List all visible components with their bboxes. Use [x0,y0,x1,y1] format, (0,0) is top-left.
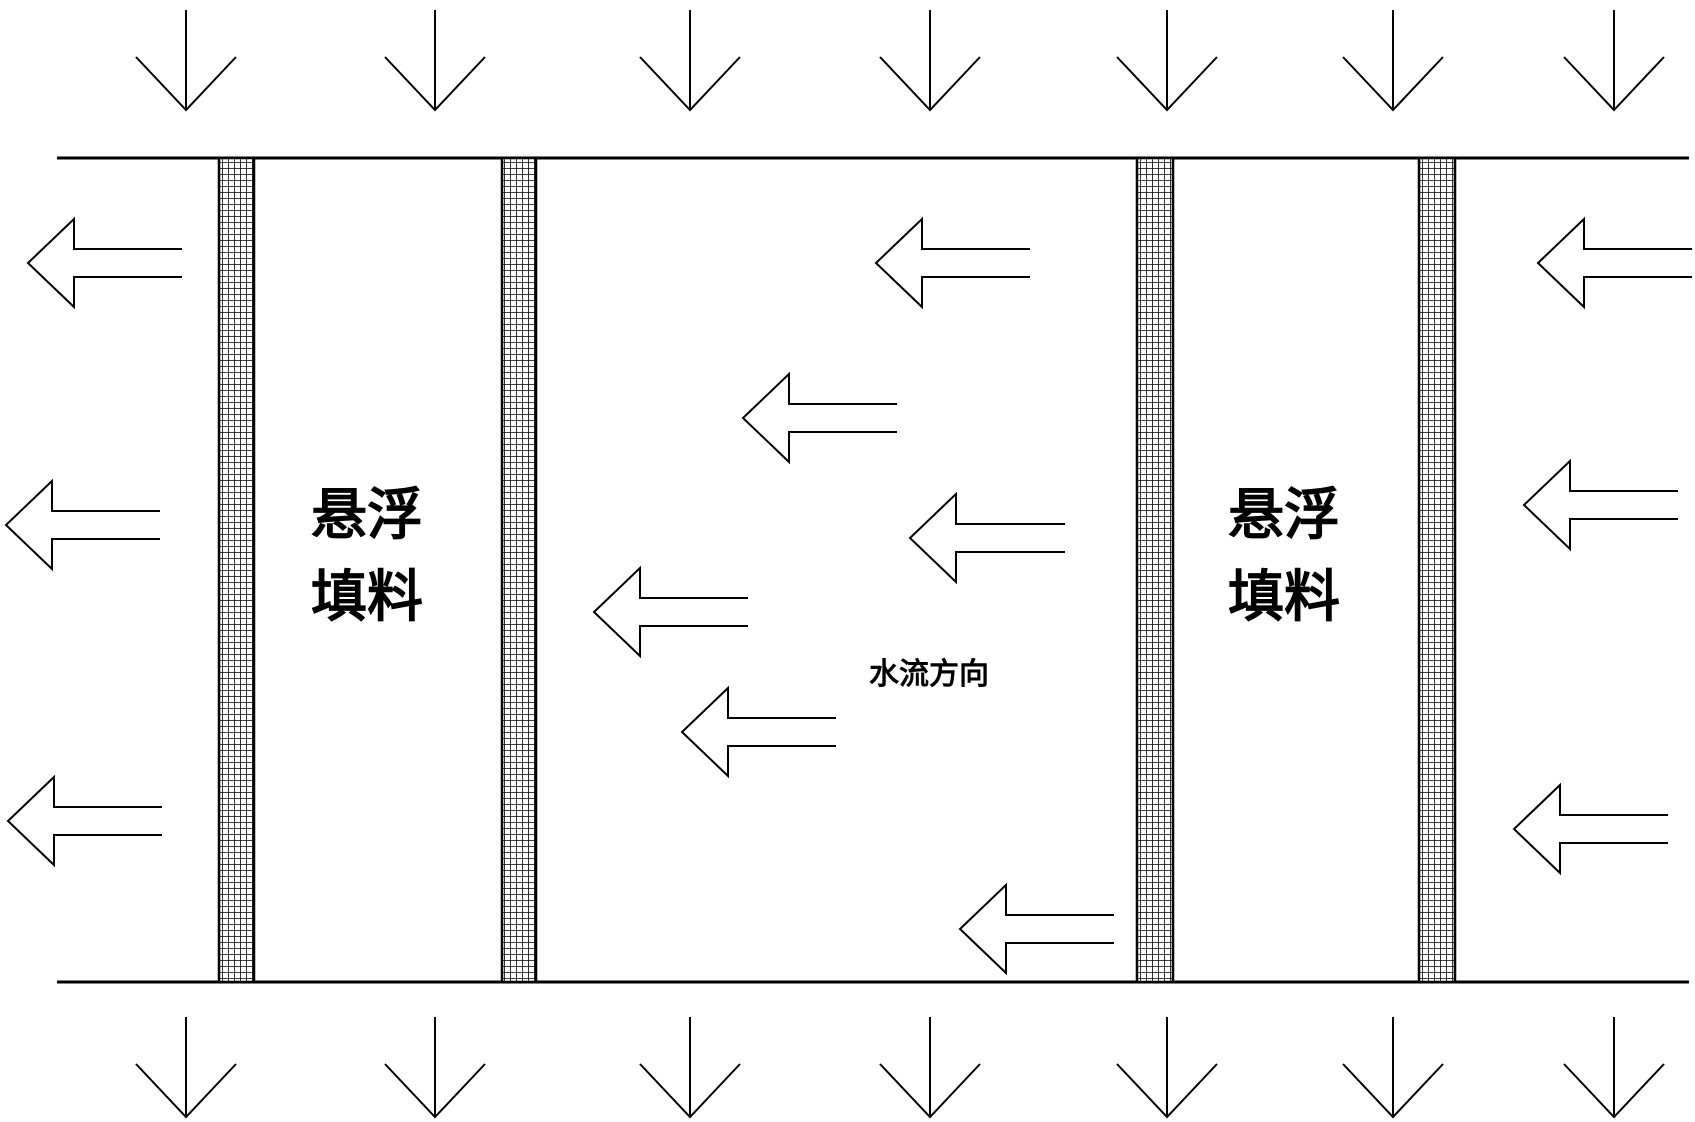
left-arrow-icon [4,478,160,572]
left-arrow-icon [592,565,748,659]
down-arrow-icon [384,10,486,112]
left-packing-label-line2: 填料 [311,565,423,630]
down-arrow-icon [639,10,741,112]
down-arrow-icon [1116,10,1218,112]
left-arrow-icon [874,216,1030,310]
mesh-screen [1135,156,1175,984]
down-arrow-icon [135,10,237,112]
left-arrow-icon [1536,216,1692,310]
down-arrow-icon [1342,10,1444,112]
mesh-screen [217,156,256,984]
down-arrow-icon [135,1017,237,1119]
left-arrow-icon [741,371,897,465]
mesh-screen [1417,156,1457,984]
flow-direction-label: 水流方向 [869,657,989,692]
left-arrow-icon [1512,782,1668,876]
left-arrow-icon [908,491,1065,585]
down-arrow-icon [1116,1017,1218,1119]
left-packing-label-line1: 悬浮 [311,483,423,548]
left-arrow-icon [6,774,162,868]
down-arrow-icon [879,1017,981,1119]
right-packing-label-line1: 悬浮 [1228,483,1340,548]
down-arrow-icon [639,1017,741,1119]
left-arrow-icon [1522,458,1678,552]
mesh-screen [500,156,538,984]
down-arrow-icon [1563,1017,1665,1119]
down-arrow-icon [384,1017,486,1119]
left-arrow-icon [680,685,836,779]
down-arrow-icon [1563,10,1665,112]
right-packing-label-line2: 填料 [1228,565,1340,630]
left-arrow-icon [26,216,182,310]
down-arrow-icon [879,10,981,112]
down-arrow-icon [1342,1017,1444,1119]
left-arrow-icon [958,882,1114,976]
